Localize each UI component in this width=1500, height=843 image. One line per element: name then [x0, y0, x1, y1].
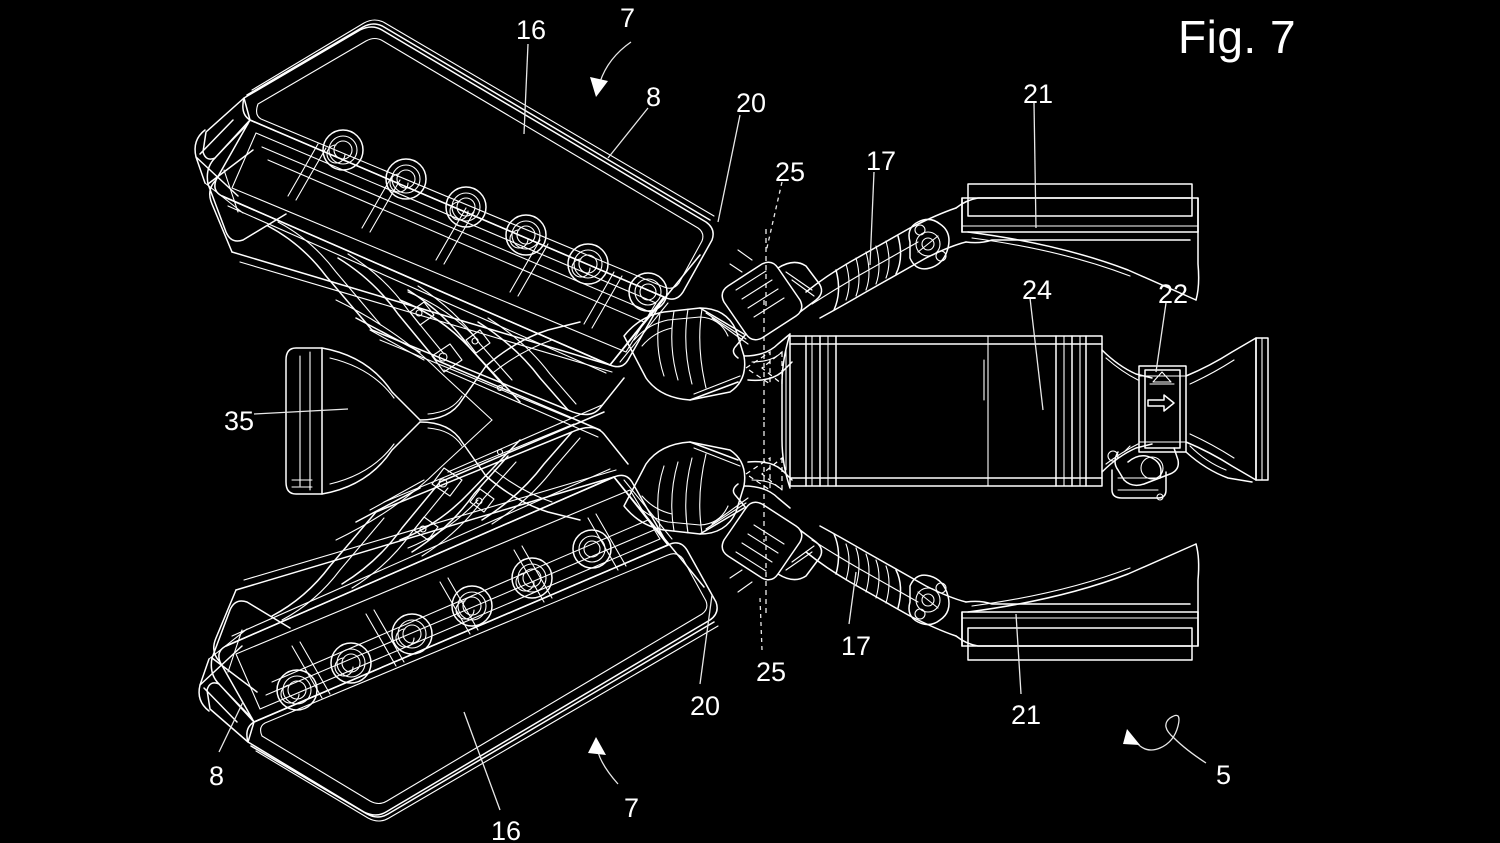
ref-numeral-16-upper: 16	[516, 15, 547, 45]
spark-plug-wells-lower	[276, 529, 612, 711]
exhaust-pipe-upper-17	[805, 197, 1191, 319]
wastegate-actuator-lower	[908, 574, 950, 626]
ref-numeral-25-lower: 25	[756, 657, 787, 687]
center-valley-plumbing	[335, 291, 521, 549]
exhaust-pipe-lower-17	[805, 525, 1191, 647]
spark-plug-wells-upper	[322, 129, 668, 312]
ref-numeral-25-upper: 25	[775, 157, 806, 187]
ref-numeral-35: 35	[224, 406, 255, 436]
intake-plenum-35	[285, 321, 581, 521]
flap-flow-arrow-icon	[1147, 394, 1175, 412]
ref-numeral-17-lower: 17	[841, 631, 872, 661]
catalytic-converter-24	[781, 333, 1153, 489]
ref-numeral-21-upper: 21	[1023, 79, 1054, 109]
exhaust-flap-valve-22	[1107, 337, 1269, 501]
lower-cylinder-bank	[198, 404, 719, 822]
muffler-upper-21	[961, 183, 1200, 301]
ref-numeral-22: 22	[1158, 279, 1189, 309]
manifold-flange-pads-lower	[413, 488, 495, 541]
ref-numeral-20-upper: 20	[736, 88, 767, 118]
ref-numeral-20-lower: 20	[690, 691, 721, 721]
manifold-flange-pads-upper	[409, 301, 491, 354]
ref-numeral-24: 24	[1022, 275, 1053, 305]
ref-numeral-8-upper: 8	[646, 82, 662, 112]
ref-numeral-5: 5	[1216, 760, 1232, 790]
ref-numeral-7-lower: 7	[624, 793, 640, 823]
muffler-lower-21	[961, 543, 1200, 661]
leader-lines	[218, 41, 1207, 811]
ref-numeral-16-lower: 16	[491, 816, 522, 843]
wastegate-lower-25	[721, 483, 823, 616]
turbocharger-lower-20	[623, 422, 793, 542]
ref-numeral-7-upper: 7	[620, 3, 636, 33]
ref-numeral-17-upper: 17	[866, 146, 897, 176]
figure-title: Fig. 7	[1178, 11, 1297, 63]
wastegate-actuator-upper	[908, 218, 950, 270]
upper-cylinder-bank	[194, 19, 715, 438]
ref-numeral-21-lower: 21	[1011, 700, 1042, 730]
flap-stop-arrow-icon	[1149, 371, 1175, 385]
ref-numeral-8-lower: 8	[209, 761, 225, 791]
